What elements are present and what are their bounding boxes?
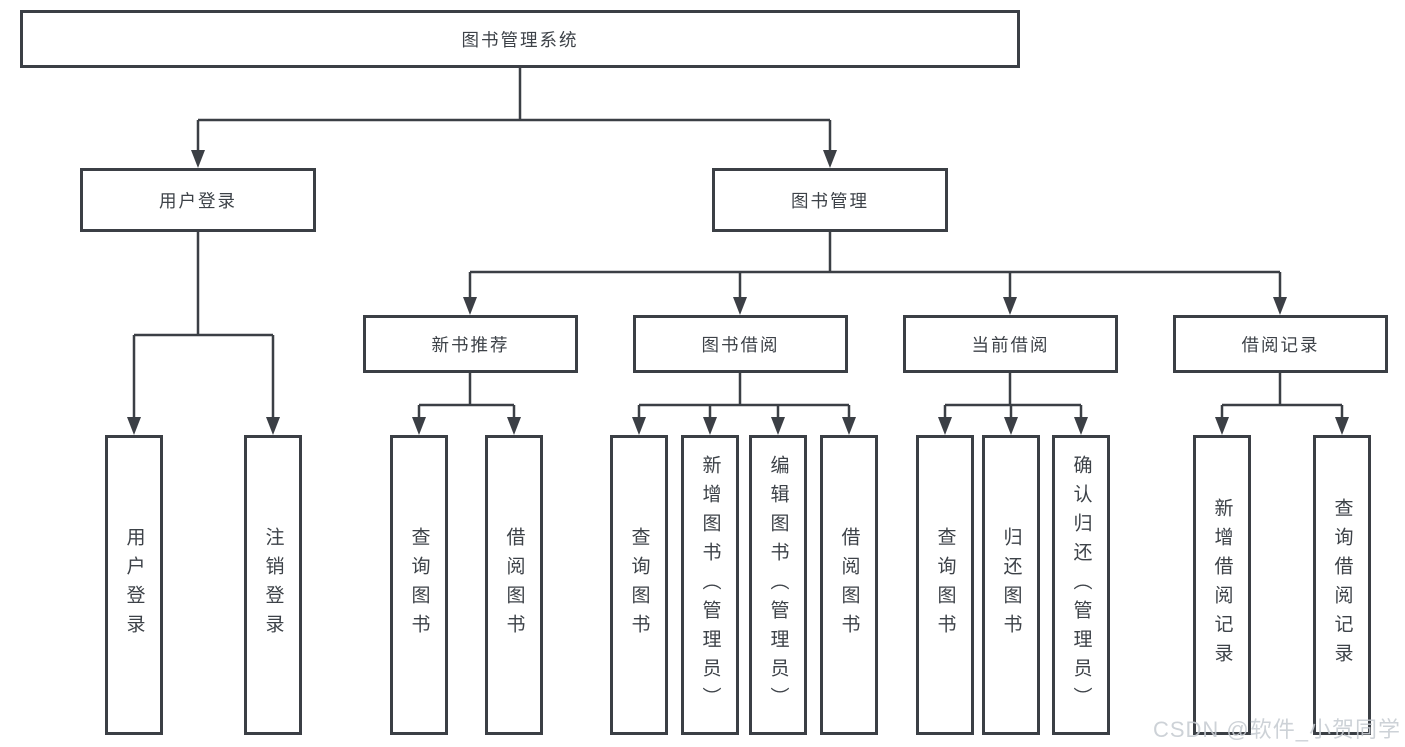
node-add-borrow-record: 新增借阅记录: [1193, 435, 1251, 735]
node-edit-books-admin: 编辑图书（管理员）: [749, 435, 807, 735]
node-query-books-borrow: 查询图书: [610, 435, 668, 735]
node-label: 图书管理: [791, 190, 869, 211]
node-label: 用户登录: [123, 527, 145, 643]
node-label: 编辑图书（管理员）: [767, 454, 789, 716]
node-current-borrow: 当前借阅: [903, 315, 1118, 373]
node-label: 查询图书: [408, 527, 430, 643]
node-return-books: 归还图书: [982, 435, 1040, 735]
watermark: CSDN @软件_小贺同学: [1152, 717, 1401, 742]
node-user-login-leaf: 用户登录: [105, 435, 163, 735]
node-book-borrow: 图书借阅: [633, 315, 848, 373]
node-label: 借阅图书: [503, 527, 525, 643]
node-borrow-records: 借阅记录: [1173, 315, 1388, 373]
node-new-book-recommend: 新书推荐: [363, 315, 578, 373]
node-label: 图书管理系统: [461, 29, 579, 50]
node-label: 归还图书: [1000, 527, 1022, 643]
node-confirm-return-admin: 确认归还（管理员）: [1052, 435, 1110, 735]
node-borrow-books-leaf: 借阅图书: [820, 435, 878, 735]
node-book-management-system: 图书管理系统: [20, 10, 1020, 68]
node-query-books-current: 查询图书: [916, 435, 974, 735]
node-borrow-books-recommend: 借阅图书: [485, 435, 543, 735]
node-query-borrow-record: 查询借阅记录: [1313, 435, 1371, 735]
node-label: 图书借阅: [701, 334, 780, 355]
node-label: 查询图书: [628, 527, 650, 643]
node-label: 借阅记录: [1241, 334, 1320, 355]
node-label: 借阅图书: [838, 527, 860, 643]
node-label: 新增借阅记录: [1211, 498, 1233, 672]
node-label: 查询借阅记录: [1331, 498, 1353, 672]
node-query-books-recommend: 查询图书: [390, 435, 448, 735]
node-label: 当前借阅: [971, 334, 1050, 355]
node-label: 新书推荐: [431, 334, 510, 355]
node-logout: 注销登录: [244, 435, 302, 735]
node-book-management-branch: 图书管理: [712, 168, 948, 232]
node-add-books-admin: 新增图书（管理员）: [681, 435, 739, 735]
node-user-login-branch: 用户登录: [80, 168, 316, 232]
node-label: 新增图书（管理员）: [699, 454, 721, 716]
node-label: 注销登录: [262, 527, 284, 643]
node-label: 查询图书: [934, 527, 956, 643]
node-label: 用户登录: [159, 190, 237, 211]
node-label: 确认归还（管理员）: [1070, 454, 1092, 716]
